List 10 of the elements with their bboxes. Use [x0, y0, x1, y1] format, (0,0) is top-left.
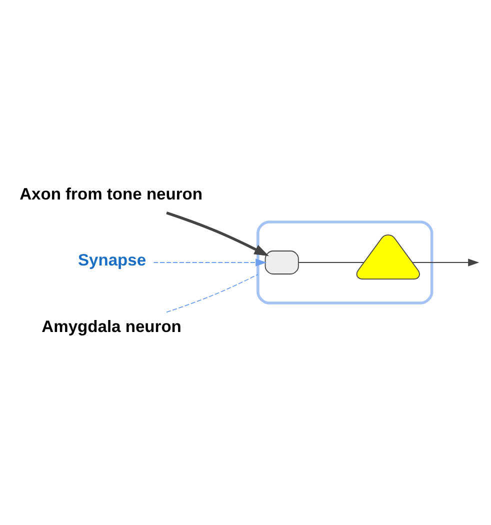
- node-triangle: [356, 234, 420, 280]
- connector: [166, 274, 258, 313]
- arrow: [153, 258, 267, 266]
- node-text: Synapse: [78, 250, 146, 270]
- connector: [298, 262, 364, 263]
- node-text: Axon from tone neuron: [20, 184, 203, 204]
- arrow: [412, 258, 480, 266]
- node-box: [264, 250, 299, 274]
- node-text: Amygdala neuron: [42, 316, 182, 336]
- arrow: [166, 212, 270, 256]
